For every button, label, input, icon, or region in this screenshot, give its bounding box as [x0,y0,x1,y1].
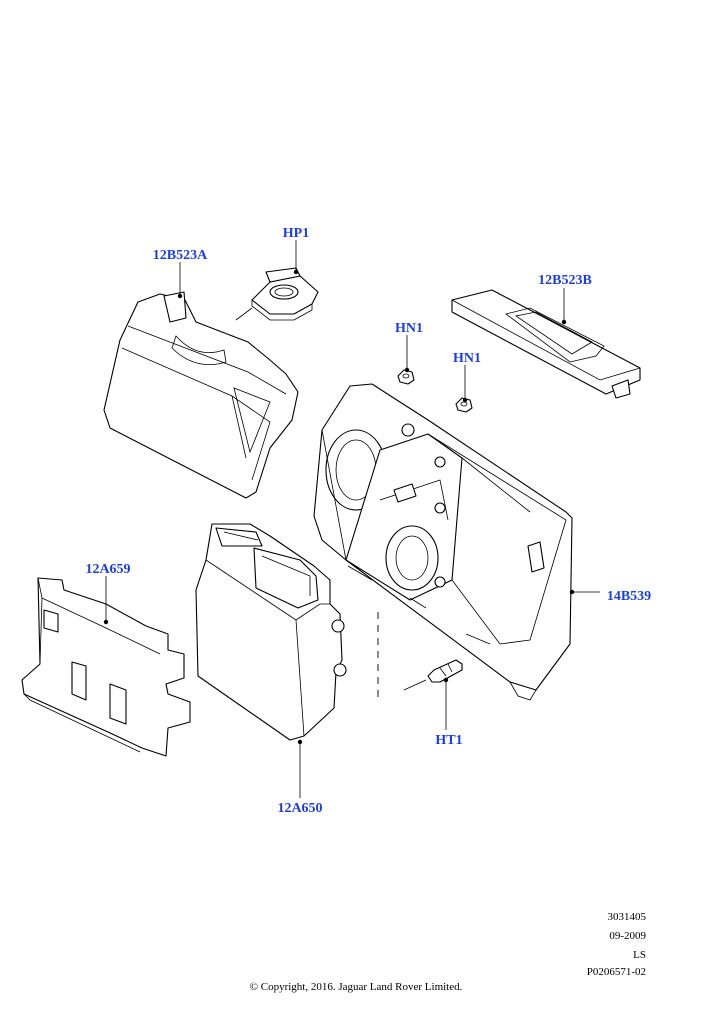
diagram-date: 09-2009 [609,930,646,942]
part-14b539 [313,383,573,701]
callout-hn1-right[interactable]: HN1 [453,351,481,366]
part-12b523b [451,289,641,399]
part-12b523a [103,291,299,499]
part-12a650 [195,523,347,741]
callout-ht1[interactable]: HT1 [435,733,462,748]
callout-12a650[interactable]: 12A650 [277,801,322,816]
part-hp1 [251,267,319,321]
callout-12b523a[interactable]: 12B523A [153,248,208,263]
diagram-reference: P0206571-02 [586,966,646,978]
hp1-dash-leader [235,307,253,321]
callout-hp1[interactable]: HP1 [283,226,309,241]
diagram-model-code: LS [633,949,646,961]
copyright-notice: © Copyright, 2016. Jaguar Land Rover Lim… [249,981,463,993]
leader-lines [103,240,600,798]
callout-12b523b[interactable]: 12B523B [538,273,592,288]
callout-12a659[interactable]: 12A659 [85,562,130,577]
callout-14b539[interactable]: 14B539 [607,589,651,604]
part-12a659 [21,577,191,757]
diagram-number: 3031405 [607,911,647,923]
part-hn1-left [397,369,415,385]
callout-hn1-left[interactable]: HN1 [395,321,423,336]
part-ht1 [427,659,463,683]
part-hn1-right [455,397,473,413]
ht1-dash-leader [403,679,427,691]
